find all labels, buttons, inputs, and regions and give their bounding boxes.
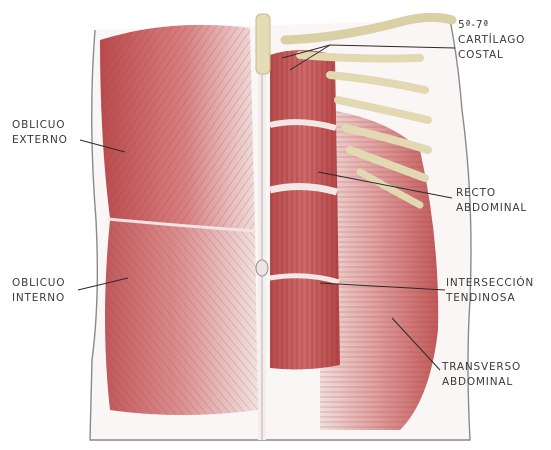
label-external-oblique: OBLICUO EXTERNO [12, 118, 68, 148]
internal-oblique-muscle [105, 219, 258, 415]
umbilicus [256, 260, 268, 276]
rectus-abdominis-muscle [270, 50, 340, 369]
sternum-xiphoid [256, 14, 270, 74]
label-tendinous-intersection: INTERSECCIÓN TENDINOSA [446, 276, 534, 306]
label-transversus-abdominis: TRANSVERSO ABDOMINAL [442, 360, 521, 390]
label-rectus-abdominis: RECTO ABDOMINAL [456, 186, 527, 216]
external-oblique-muscle [100, 25, 255, 230]
label-internal-oblique: OBLICUO INTERNO [12, 276, 65, 306]
label-costal-cartilage: 5ª-7ª CARTÍLAGO COSTAL [458, 18, 525, 63]
